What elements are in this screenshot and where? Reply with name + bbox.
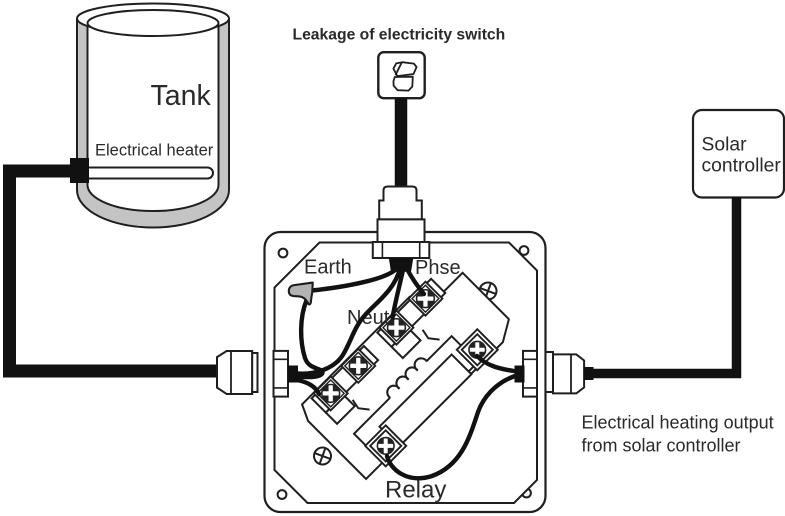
svg-text:Relay: Relay — [385, 477, 446, 504]
svg-text:Earth: Earth — [304, 257, 352, 279]
svg-text:controller: controller — [702, 156, 782, 177]
svg-text:Electrical heating output: Electrical heating output — [582, 412, 774, 432]
svg-text:from solar controller: from solar controller — [582, 436, 741, 456]
svg-text:Phse: Phse — [415, 257, 461, 279]
svg-text:Electrical heater: Electrical heater — [95, 142, 214, 160]
svg-text:Tank: Tank — [151, 80, 212, 112]
svg-text:Solar: Solar — [702, 135, 748, 156]
svg-text:Leakage of electricity switch: Leakage of electricity switch — [293, 27, 506, 44]
